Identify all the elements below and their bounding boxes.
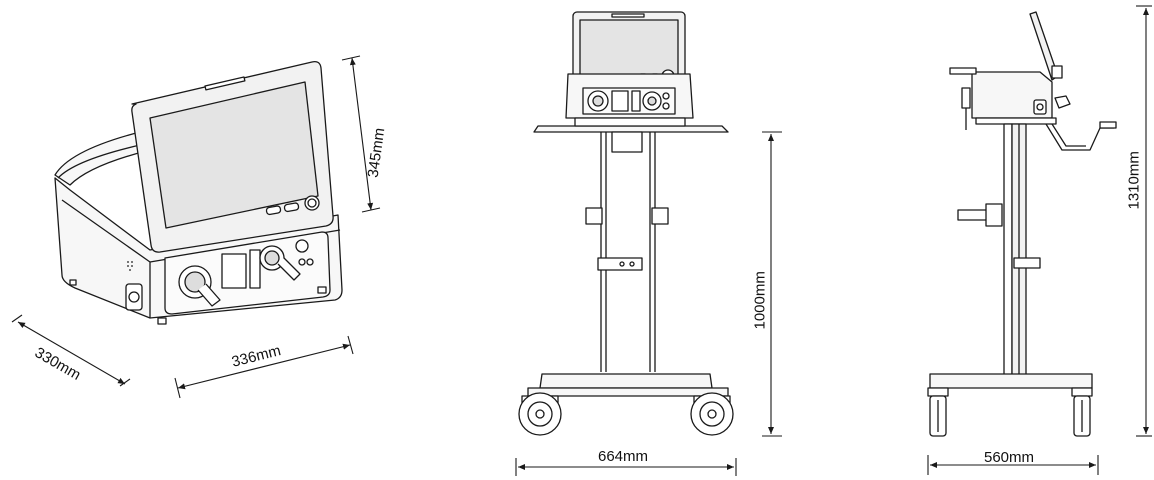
dimension-line-336mm	[174, 335, 354, 399]
total-height-dimension-label: 1310mm	[1125, 151, 1143, 210]
dimension-line-664mm	[515, 458, 737, 476]
cart-height-dimension-label: 1000mm	[751, 271, 769, 330]
cart-front-view	[518, 11, 734, 436]
dimension-line-345mm	[341, 55, 381, 213]
dimension-line-560mm	[927, 455, 1099, 475]
dimension-line-330mm	[11, 314, 131, 387]
cart-depth-dimension-label: 560mm	[984, 449, 1035, 466]
cart-width-dimension-label: 664mm	[598, 448, 649, 465]
ventilator-unit-view	[54, 60, 343, 325]
cart-side-view	[927, 11, 1117, 437]
dimension-line-1310mm	[1136, 5, 1152, 437]
dimension-line-1000mm	[762, 131, 782, 437]
